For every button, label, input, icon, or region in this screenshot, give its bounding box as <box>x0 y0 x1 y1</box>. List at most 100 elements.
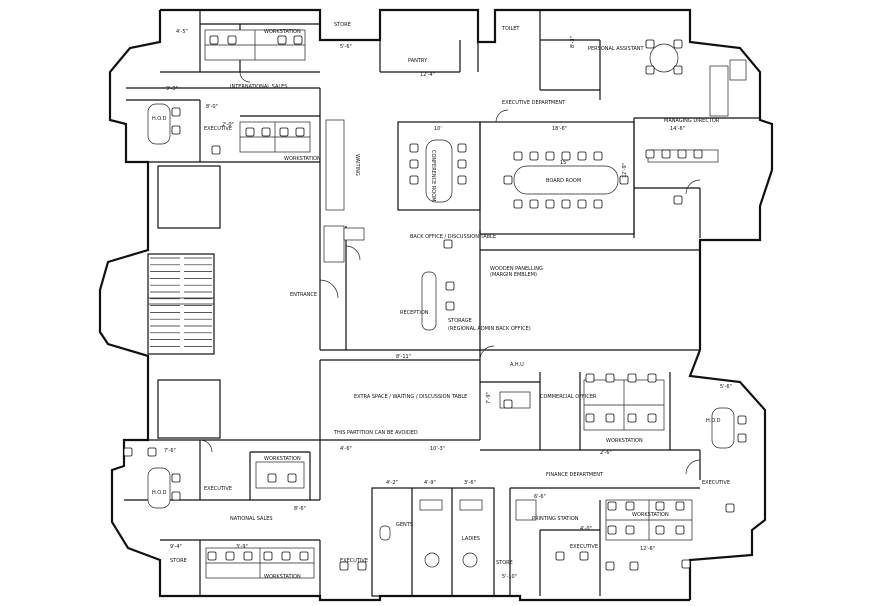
chair <box>171 125 181 135</box>
chair <box>661 149 671 159</box>
chair <box>443 239 453 249</box>
label-international-sales: INTERNATIONAL SALES <box>230 84 287 90</box>
chair <box>693 149 703 159</box>
label-reception: RECEPTION <box>400 310 429 316</box>
chair <box>645 149 655 159</box>
chair <box>409 175 419 185</box>
chair <box>295 127 305 137</box>
chair <box>673 65 683 75</box>
chair <box>513 151 523 161</box>
chair <box>207 551 217 561</box>
chair <box>545 199 555 209</box>
label-executive-bottom-right: EXECUTIVE <box>570 544 598 550</box>
chair <box>577 199 587 209</box>
label-ahu: A.H.U <box>510 362 524 368</box>
label-store-bottom-right: STORE <box>496 560 513 566</box>
dim-8-3: 8'-3" <box>570 36 576 48</box>
label-store-top: STORE <box>334 22 351 28</box>
staircase <box>148 257 214 347</box>
label-hod-right: H.O.D <box>706 418 721 424</box>
chair <box>605 413 615 423</box>
label-hod-top: H.O.D <box>152 116 167 122</box>
label-workstation-mid-left: WORKSTATION <box>284 156 321 162</box>
hod-desk-right <box>711 407 735 449</box>
label-workstation-finance: WORKSTATION <box>606 438 643 444</box>
conference-table <box>425 139 453 203</box>
dim-4-0: 4'-0" <box>580 526 592 532</box>
label-workstation-top: WORKSTATION <box>264 29 301 35</box>
interior-walls <box>124 10 760 597</box>
chair <box>503 399 513 409</box>
sofa <box>709 65 729 117</box>
label-executive-right: EXECUTIVE <box>702 480 730 486</box>
chair <box>227 35 237 45</box>
chair <box>607 501 617 511</box>
reception-desk <box>421 271 437 331</box>
chair <box>123 447 133 457</box>
chair <box>677 149 687 159</box>
side-table <box>343 227 365 241</box>
chair <box>171 107 181 117</box>
dim-3-6: 3'-6" <box>464 480 476 486</box>
chair <box>357 561 367 571</box>
chair <box>513 199 523 209</box>
label-executive-bottom-left: EXECUTIVE <box>204 486 232 492</box>
dim-5-10: 5'-10" <box>502 574 517 580</box>
dim-10: 10' <box>434 126 442 132</box>
chair <box>209 35 219 45</box>
chair <box>619 175 629 185</box>
label-managing-director: MANAGING DIRECTOR <box>664 118 720 124</box>
chair <box>171 491 181 501</box>
workstation-cluster-bl <box>255 461 305 489</box>
chair <box>627 373 637 383</box>
dim-9-3: 9'-3" <box>166 86 178 92</box>
chair <box>409 159 419 169</box>
chair <box>627 413 637 423</box>
chair <box>585 373 595 383</box>
chair <box>457 143 467 153</box>
dim-10-3: 10'-3" <box>430 446 445 452</box>
label-conference-room: CONFERENCE ROOM <box>430 150 436 201</box>
chair <box>655 525 665 535</box>
chair <box>445 301 455 311</box>
chair <box>629 561 639 571</box>
label-entrance: ENTRANCE <box>290 292 317 298</box>
label-wooden-panelling-sub: (MARGIN EMBLEM) <box>490 272 537 278</box>
chair <box>593 151 603 161</box>
dim-2-0: 2'-0" <box>222 122 234 128</box>
chair <box>593 199 603 209</box>
chair <box>647 373 657 383</box>
label-finance-department: FINANCE DEPARTMENT <box>546 472 604 478</box>
chair <box>675 501 685 511</box>
label-toilet: TOILET <box>501 26 520 32</box>
label-commercial-officer: COMMERCIAL OFFICER <box>540 394 597 400</box>
label-executive-bottom: EXECUTIVE <box>340 558 368 564</box>
dim-7-9: 7'-9" <box>486 392 492 404</box>
label-board-room: BOARD ROOM <box>546 178 581 184</box>
chair <box>681 559 691 569</box>
label-ladies: LADIES <box>462 536 480 542</box>
wc-round <box>424 552 440 568</box>
chair <box>647 413 657 423</box>
label-workstation-bottom: WORKSTATION <box>264 574 301 580</box>
wc <box>379 525 391 541</box>
chair <box>457 159 467 169</box>
label-personal-assistant: PERSONAL ASSISTANT <box>588 46 645 52</box>
chair <box>277 35 287 45</box>
chair <box>607 525 617 535</box>
dimension-labels: 4'-5" 5'-6" 12'-4" 8'-3" 9'-3" 8'-0" 10'… <box>164 29 732 580</box>
dim-14-6: 14'-6" <box>670 126 685 132</box>
chair <box>245 127 255 137</box>
chair <box>503 175 513 185</box>
chair <box>211 145 221 155</box>
dim-6-6: 6'-6" <box>534 494 546 500</box>
printer <box>515 499 537 521</box>
dim-8-6: 8'-6" <box>294 506 306 512</box>
chair <box>625 525 635 535</box>
wash-basin <box>419 499 443 511</box>
dim-12-4: 12'-4" <box>420 72 435 78</box>
chair <box>261 127 271 137</box>
chair <box>243 551 253 561</box>
chair <box>409 143 419 153</box>
